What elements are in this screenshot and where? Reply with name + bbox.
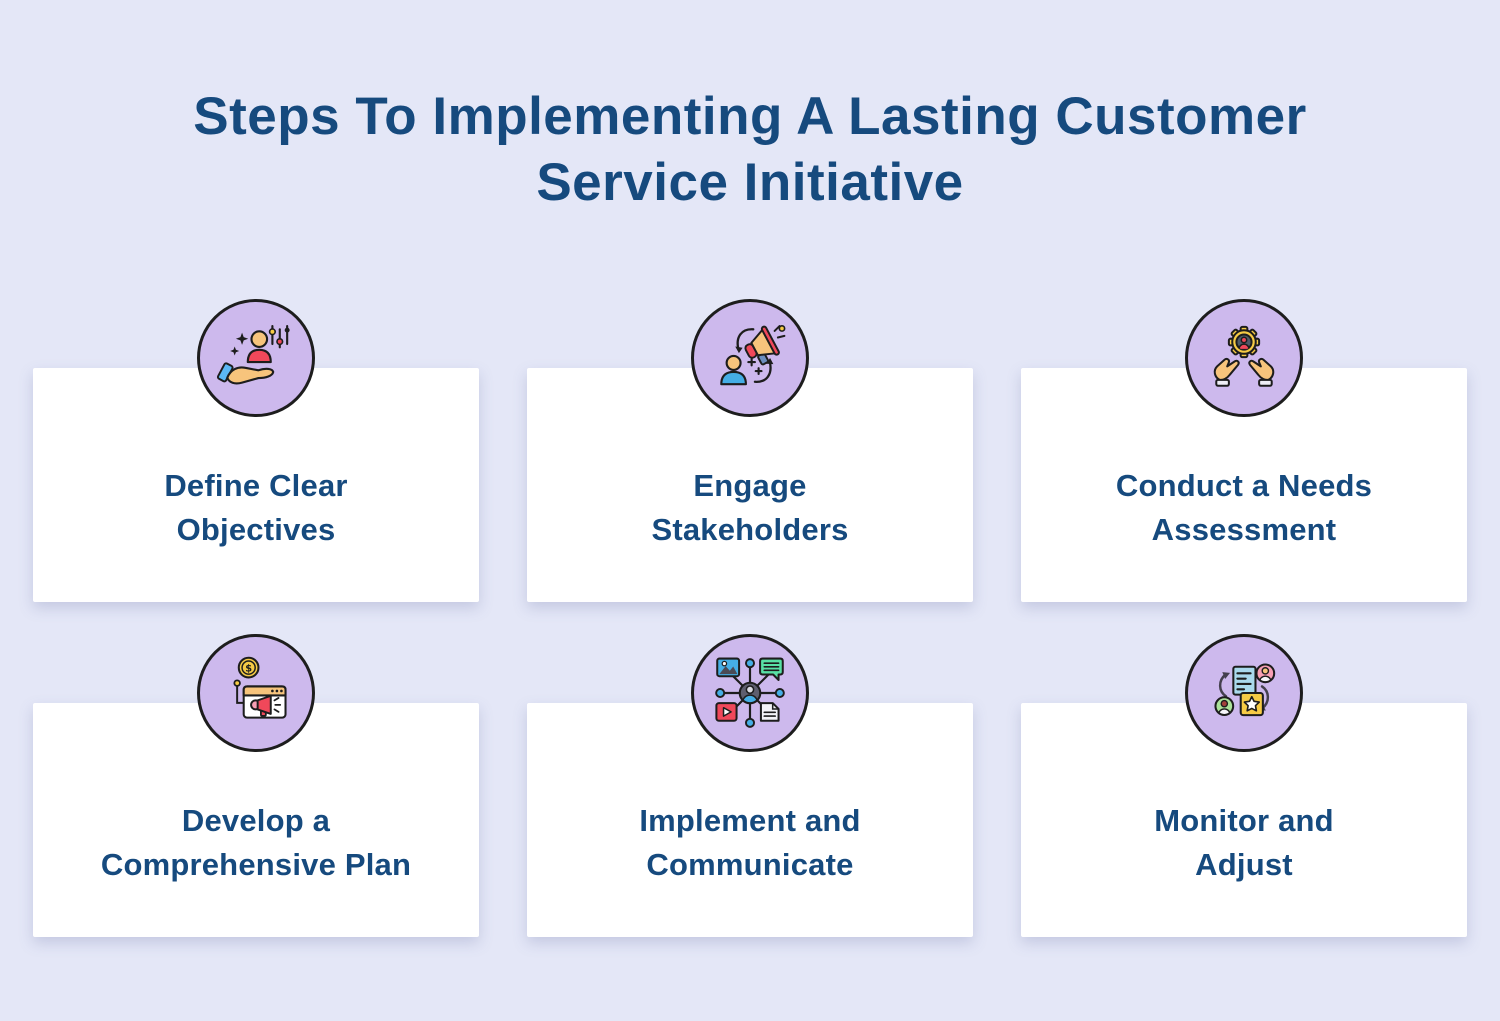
step-label: Conduct a Needs Assessment (1115, 468, 1373, 547)
step-label: Monitor and Adjust (1154, 803, 1334, 882)
step-conduct-needs-assessment: Conduct a Needs Assessment (1021, 299, 1467, 652)
step-define-clear-objectives: Define Clear Objectives (33, 299, 479, 652)
step-monitor-adjust: Monitor and Adjust (1021, 634, 1467, 987)
step-label: Develop a Comprehensive Plan (100, 803, 412, 882)
svg-text:$: $ (245, 663, 252, 674)
step-label: Implement and Communicate (639, 803, 861, 882)
step-card: Engage Stakeholders (527, 368, 973, 602)
step-implement-communicate: Implement and Communicate (527, 634, 973, 987)
communication-network-icon (691, 634, 809, 752)
step-engage-stakeholders: Engage Stakeholders (527, 299, 973, 652)
feedback-exchange-icon (1185, 634, 1303, 752)
step-label: Define Clear Objectives (164, 468, 348, 547)
browser-megaphone-coin-icon: $ (197, 634, 315, 752)
hand-presenting-person-icon (197, 299, 315, 417)
step-develop-comprehensive-plan: $ Develop a Comprehensive Plan (33, 634, 479, 987)
page-title: Steps To Implementing A Lasting Customer… (193, 87, 1307, 212)
hands-holding-gear-icon (1185, 299, 1303, 417)
step-label: Engage Stakeholders (651, 468, 849, 547)
megaphone-engagement-icon (691, 299, 809, 417)
